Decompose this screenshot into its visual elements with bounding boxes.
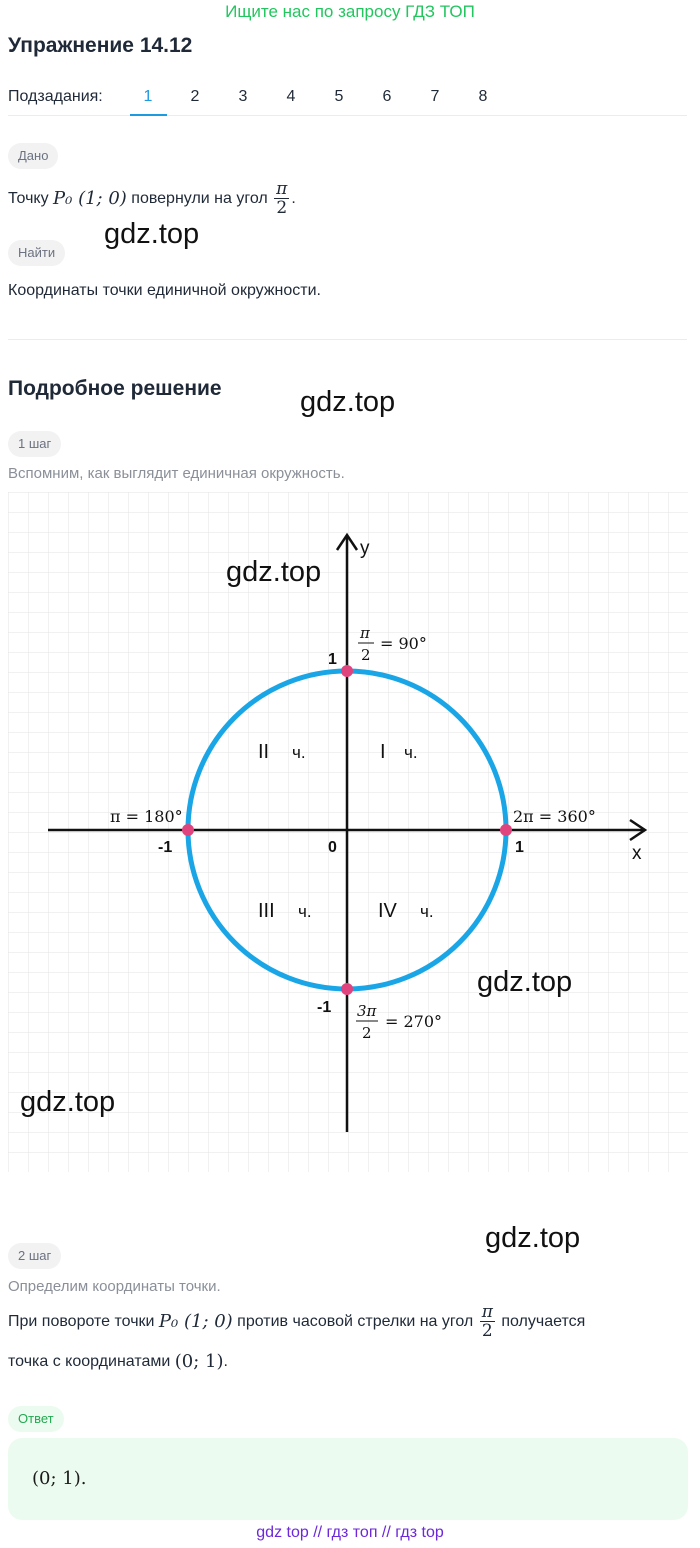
footer-links[interactable]: gdz top // гдз топ // гдз top <box>256 1524 444 1541</box>
given-badge: Дано <box>8 143 59 169</box>
active-tab-indicator <box>130 114 167 116</box>
given-end: . <box>291 189 296 207</box>
label-top-rest: = 90° <box>380 634 427 653</box>
quarter-4-label: IV <box>378 900 398 922</box>
given-point: P₀ (1; 0) <box>53 187 127 209</box>
quarter-1-label: I <box>380 741 386 763</box>
find-text: Координаты точки единичной окружности. <box>8 282 321 299</box>
answer-box: (0; 1). <box>8 1438 688 1520</box>
quarter-3-label: III <box>258 900 275 922</box>
answer-value: (0; 1). <box>32 1468 87 1489</box>
promo-banner[interactable]: Ищите нас по запросу ГДЗ ТОП <box>225 2 475 21</box>
tab-subtask-4[interactable]: 4 <box>286 88 296 105</box>
section-divider <box>8 339 687 340</box>
quarter-2-suffix: ч. <box>292 743 306 762</box>
watermark: gdz.top <box>20 1086 116 1118</box>
tab-subtask-6[interactable]: 6 <box>382 88 392 105</box>
watermark: gdz.top <box>485 1222 581 1254</box>
label-bottom-den: 2 <box>362 1024 372 1042</box>
tick-pos-x: 1 <box>515 839 524 856</box>
tab-subtask-7[interactable]: 7 <box>430 88 440 105</box>
page-title: Упражнение 14.12 <box>8 34 193 57</box>
tick-pos-y: 1 <box>328 651 337 668</box>
given-text-after: повернули на угол <box>126 189 273 207</box>
x-axis-arrow <box>629 818 648 842</box>
step2-note: Определим координаты точки. <box>8 1278 221 1295</box>
tab-subtask-2[interactable]: 2 <box>190 88 200 105</box>
point-360 <box>500 824 512 836</box>
quarter-1-suffix: ч. <box>404 743 418 762</box>
y-axis-label: y <box>360 538 370 559</box>
tabs-divider <box>8 115 687 116</box>
tick-neg-x: -1 <box>158 839 172 856</box>
step2-line2-end: . <box>223 1353 228 1370</box>
find-badge: Найти <box>8 240 66 266</box>
step1-note: Вспомним, как выглядит единичная окружно… <box>8 465 345 482</box>
quarter-3-suffix: ч. <box>298 902 312 921</box>
step2-line1-mid: против часовой стрелки на угол <box>232 1312 478 1330</box>
step2-line1-after: получается <box>496 1312 586 1330</box>
quarter-2-label: II <box>258 741 269 763</box>
given-text: Точку P₀ (1; 0) повернули на угол π 2 . <box>8 180 296 217</box>
point-270 <box>341 983 353 995</box>
tick-neg-y: -1 <box>317 999 331 1016</box>
point-180 <box>182 824 194 836</box>
step1-badge: 1 шаг <box>8 431 62 457</box>
label-top-num: π <box>359 624 371 642</box>
watermark: gdz.top <box>226 556 322 588</box>
given-angle-fraction: π 2 <box>274 179 290 218</box>
answer-badge: Ответ <box>8 1406 64 1432</box>
given-text-before: Точку <box>8 189 54 207</box>
step2-line2: точка с координатами (0; 1) . <box>8 1351 228 1373</box>
step2-angle-num: π <box>479 1302 495 1322</box>
tab-subtask-3[interactable]: 3 <box>238 88 248 105</box>
tab-subtask-1[interactable]: 1 <box>143 88 153 105</box>
label-left: π = 180° <box>110 807 183 826</box>
solution-heading: Подробное решение <box>8 377 222 400</box>
step2-line2-before: точка с координатами <box>8 1353 175 1370</box>
watermark: gdz.top <box>300 386 396 418</box>
watermark: gdz.top <box>477 966 573 998</box>
step2-angle-fraction: π 2 <box>479 1302 495 1341</box>
quarter-4-suffix: ч. <box>420 902 434 921</box>
label-bottom-num: 3π <box>357 1002 378 1020</box>
label-bottom-rest: = 270° <box>385 1012 442 1031</box>
x-axis-label: x <box>632 843 642 864</box>
step2-coords: (0; 1) <box>174 1351 224 1372</box>
unit-circle-diagram: y x 0 1 -1 1 -1 π 2 = 90° π = 180° 2π = … <box>8 492 688 1172</box>
label-top-den: 2 <box>361 646 371 664</box>
step2-badge: 2 шаг <box>8 1243 62 1269</box>
step2-angle-den: 2 <box>481 1321 493 1341</box>
y-axis-arrow <box>335 532 359 551</box>
origin-label: 0 <box>328 839 337 856</box>
tab-subtask-8[interactable]: 8 <box>478 88 488 105</box>
step2-line1-before: При повороте точки <box>8 1312 159 1330</box>
label-right: 2π = 360° <box>513 807 596 826</box>
subtasks-label: Подзадания: <box>8 88 103 105</box>
step2-point: P₀ (1; 0) <box>158 1310 233 1332</box>
watermark: gdz.top <box>104 218 200 250</box>
given-angle-den: 2 <box>276 198 288 218</box>
tab-subtask-5[interactable]: 5 <box>334 88 344 105</box>
point-90 <box>341 665 353 677</box>
step2-line1: При повороте точки P₀ (1; 0) против часо… <box>8 1303 585 1340</box>
given-angle-num: π <box>274 179 290 199</box>
